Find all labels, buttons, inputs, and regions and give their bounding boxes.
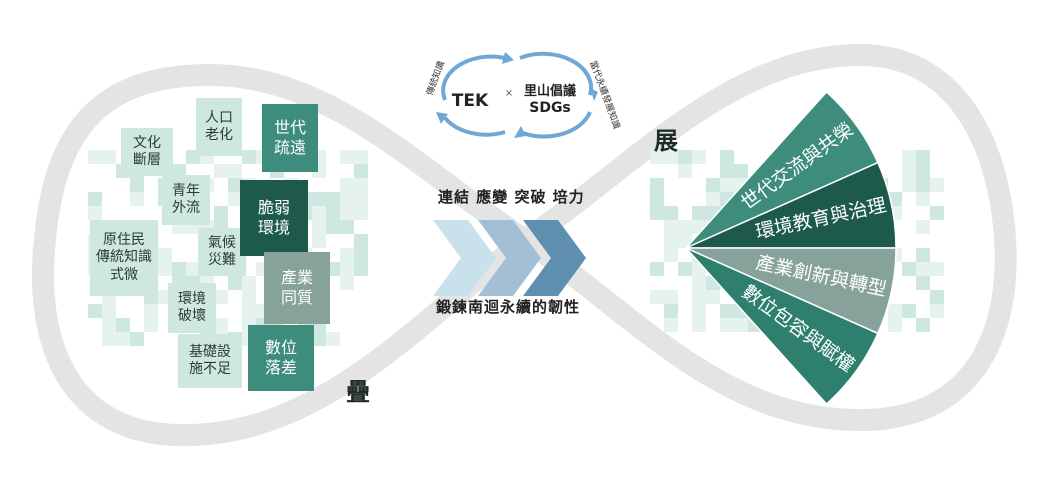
tek-label: TEK [452, 91, 489, 111]
chevron-arrow-2 [478, 220, 541, 296]
top-caption: 連結 應變 突破 培力 [438, 188, 585, 206]
chevron-arrow-3 [523, 220, 586, 296]
fan-segment [685, 247, 879, 406]
issue-box: 氣候 災難 [198, 228, 246, 276]
chevron-arrows [433, 220, 586, 296]
issue-box: 數位 落差 [248, 325, 314, 391]
issue-box: 環境 破壞 [168, 283, 216, 333]
right-label: 展 [654, 127, 678, 155]
issue-box: 產業 同質 [264, 252, 330, 324]
issue-box: 原住民 傳統知識 式微 [90, 220, 158, 296]
issue-box: 文化 斷層 [121, 128, 173, 176]
cycle-arrows-icon [436, 51, 598, 139]
left-label: 疊 [346, 378, 370, 406]
sdgs-label: SDGs [529, 100, 571, 116]
bottom-caption: 鍛鍊南迴永續的韌性 [436, 298, 581, 316]
chevron-arrow-1 [433, 220, 496, 296]
issue-box: 青年 外流 [162, 175, 210, 225]
times-symbol: × [505, 88, 513, 99]
issue-box: 人口 老化 [196, 98, 242, 156]
issue-box: 脆弱 環境 [240, 180, 308, 256]
issue-box: 世代 疏遠 [262, 104, 318, 172]
satoyama-label: 里山倡議 [524, 83, 576, 99]
issue-box: 基礎設 施不足 [178, 334, 242, 388]
